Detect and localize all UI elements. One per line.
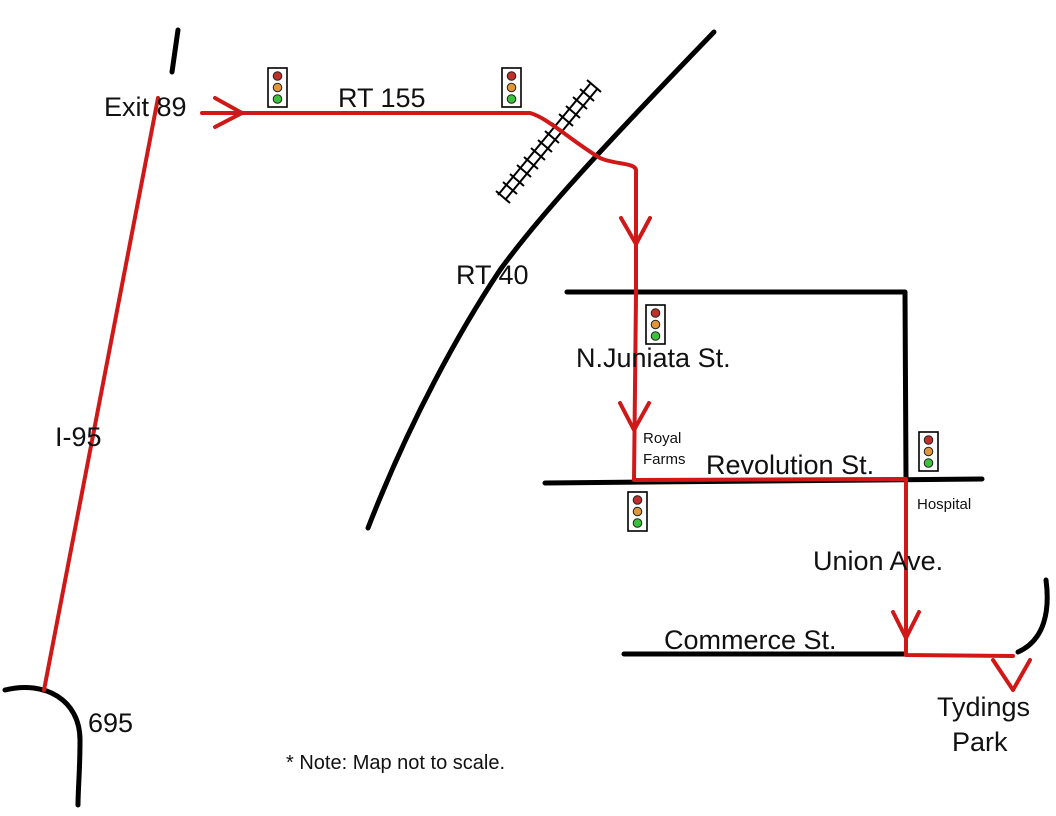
i95-route-line bbox=[42, 96, 160, 692]
arrow-icon bbox=[991, 658, 1032, 692]
i95-label: I-95 bbox=[55, 422, 102, 452]
arrow-icon bbox=[618, 401, 651, 432]
i95-north-segment bbox=[169, 27, 181, 75]
i695-label: 695 bbox=[88, 708, 133, 738]
arrow-icon bbox=[619, 216, 652, 246]
arrow-icon bbox=[213, 96, 244, 129]
i695-road bbox=[2, 684, 83, 808]
royal-farms-label-line1: Royal bbox=[643, 430, 681, 447]
traffic-light-icon bbox=[267, 67, 288, 108]
tydings-park-label-line2: Park bbox=[952, 727, 1008, 757]
commerce-st-label: Commerce St. bbox=[664, 625, 837, 655]
map-note: * Note: Map not to scale. bbox=[286, 752, 505, 774]
hospital-label: Hospital bbox=[917, 496, 971, 513]
north-connector-road bbox=[564, 289, 909, 482]
tydings-park-road bbox=[1015, 577, 1050, 655]
exit-89-label: Exit 89 bbox=[104, 92, 187, 122]
traffic-light-icon bbox=[501, 67, 522, 108]
traffic-light-icon bbox=[645, 304, 666, 345]
union-ave-label: Union Ave. bbox=[813, 546, 943, 576]
tydings-park-label-line1: Tydings bbox=[937, 692, 1030, 722]
rt40-road bbox=[365, 29, 717, 531]
revolution-st-label: Revolution St. bbox=[706, 450, 874, 480]
arrow-icon bbox=[891, 610, 921, 640]
traffic-light-icon bbox=[627, 491, 648, 532]
traffic-light-icon bbox=[918, 431, 939, 472]
juniata-st-label: N.Juniata St. bbox=[576, 343, 731, 373]
rt40-label: RT 40 bbox=[456, 260, 529, 290]
royal-farms-label-line2: Farms bbox=[643, 451, 686, 468]
route-line bbox=[200, 111, 1015, 658]
rt155-label: RT 155 bbox=[338, 83, 426, 113]
